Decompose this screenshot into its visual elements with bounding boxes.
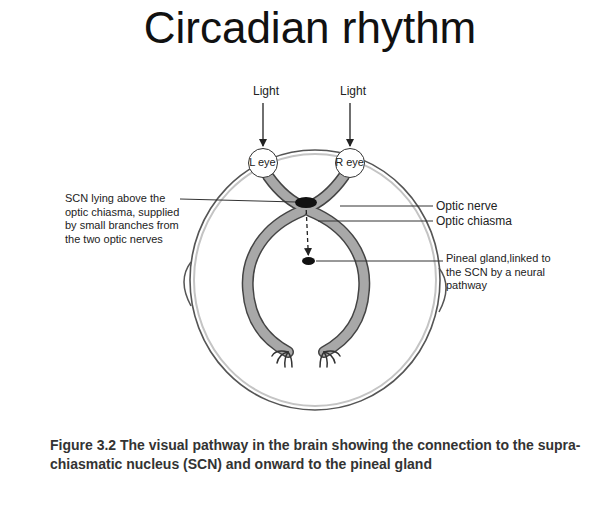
figure-caption: Figure 3.2 The visual pathway in the bra… (50, 436, 585, 474)
light-arrow (262, 103, 263, 146)
leader-line (340, 206, 433, 207)
callout-text: Pineal gland,linked to the SCN by a neur… (446, 252, 564, 293)
leader-line (318, 221, 433, 222)
part-label: Optic chiasma (436, 214, 556, 228)
head-outline-shade (194, 154, 436, 406)
eye-circle: R eye (335, 148, 365, 178)
head-outline (190, 150, 440, 410)
eye-label: R eye (330, 156, 369, 169)
light-label: Light (246, 84, 286, 98)
visual-pathway (248, 176, 365, 352)
leader-line (316, 261, 443, 262)
eye-circle: L eye (248, 148, 278, 178)
visual-cortex-fibres (272, 351, 340, 367)
left-ear (184, 262, 191, 306)
right-ear (439, 268, 446, 312)
scn-nucleus: SCN lying above the optic chiasma, suppl… (295, 197, 317, 208)
eye-label: L eye (243, 156, 282, 169)
light-label: Light (333, 84, 373, 98)
part-label: Optic nerve (436, 199, 556, 213)
leader-line (180, 199, 296, 202)
neural-pathway-arrow (306, 210, 308, 255)
callout-text: SCN lying above the optic chiasma, suppl… (65, 192, 183, 246)
visual-pathway-outline (248, 176, 365, 352)
pineal-gland: Pineal gland,linked to the SCN by a neur… (302, 257, 315, 265)
title: Circadian rhythm (20, 2, 590, 54)
light-arrow (349, 103, 350, 146)
